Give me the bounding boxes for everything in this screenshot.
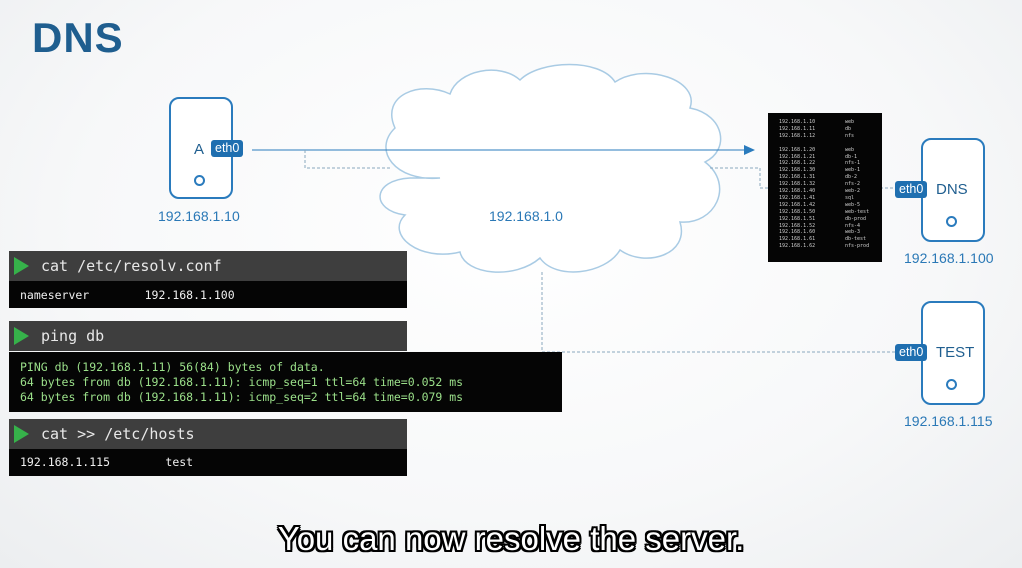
dns-record-name: nfs-prod bbox=[845, 243, 870, 250]
dns-record-row: 192.168.1.61 db-test bbox=[779, 236, 866, 243]
dns-record-name: db-2 bbox=[845, 174, 858, 181]
dns-record-row: 192.168.1.40 web-2 bbox=[779, 188, 860, 194]
dns-record-ip: 192.168.1.22 bbox=[779, 160, 816, 167]
dns-record-ip: 192.168.1.12 bbox=[779, 132, 816, 139]
dns-record-ip: 192.168.1.50 bbox=[779, 208, 816, 215]
dns-record-name: nfs-1 bbox=[845, 160, 861, 167]
port-icon bbox=[194, 175, 205, 186]
dns-record-row: 192.168.1.22 nfs-1 bbox=[779, 160, 860, 167]
dns-record-name: db bbox=[845, 125, 852, 132]
terminal-output-line: PING db (192.168.1.11) 56(84) bytes of d… bbox=[20, 360, 325, 374]
terminal-hosts-output: 192.168.1.115 test bbox=[9, 449, 407, 476]
terminal-ping-output: PING db (192.168.1.11) 56(84) bytes of d… bbox=[9, 352, 562, 412]
dns-record-name: web-5 bbox=[845, 201, 861, 208]
dns-record-name: web bbox=[845, 119, 855, 125]
dns-record-name: web-test bbox=[845, 208, 870, 215]
dns-record-row: 192.168.1.51 db-prod bbox=[779, 215, 866, 222]
dns-record-ip: 192.168.1.11 bbox=[779, 125, 816, 132]
dns-record-row: 192.168.1.32 nfs-2 bbox=[779, 181, 860, 188]
dns-record-name: web bbox=[845, 146, 855, 153]
dns-record-name: nfs bbox=[845, 132, 855, 139]
host-a-name: A bbox=[194, 141, 205, 158]
dns-record-row: 192.168.1.30 web-1 bbox=[779, 167, 860, 174]
terminal-command: ping db bbox=[41, 327, 105, 345]
network-cloud bbox=[379, 63, 722, 273]
host-test-ip: 192.168.1.115 bbox=[904, 413, 993, 429]
subtitle-caption: You can now resolve the server. bbox=[277, 520, 745, 557]
dns-record-ip: 192.168.1.62 bbox=[779, 243, 816, 250]
terminal-ping-header: ping db bbox=[9, 321, 407, 351]
dns-record-row: 192.168.1.52 nfs-4 bbox=[779, 222, 860, 229]
dns-record-name: nfs-2 bbox=[845, 181, 861, 188]
terminal-resolv-header: cat /etc/resolv.conf bbox=[9, 251, 407, 281]
dns-record-ip: 192.168.1.52 bbox=[779, 222, 816, 229]
play-icon bbox=[14, 327, 29, 345]
port-icon bbox=[946, 216, 957, 227]
dns-record-name: db-test bbox=[845, 236, 867, 243]
dns-record-ip: 192.168.1.21 bbox=[779, 153, 816, 160]
dns-record-row: 192.168.1.31 db-2 bbox=[779, 174, 857, 181]
dns-record-name: web-3 bbox=[845, 229, 861, 236]
terminal-hosts-header: cat >> /etc/hosts bbox=[9, 419, 407, 449]
play-icon bbox=[14, 257, 29, 275]
host-test-iface: eth0 bbox=[895, 344, 928, 361]
play-icon bbox=[14, 425, 29, 443]
dns-record-name: db-prod bbox=[845, 215, 867, 222]
dns-record-ip: 192.168.1.31 bbox=[779, 174, 816, 181]
dns-record-ip: 192.168.1.32 bbox=[779, 181, 816, 188]
dns-record-ip: 192.168.1.42 bbox=[779, 201, 816, 208]
dns-record-row: 192.168.1.41 sql bbox=[779, 194, 854, 201]
terminal-output-line: nameserver 192.168.1.100 bbox=[20, 288, 235, 302]
dns-record-ip: 192.168.1.60 bbox=[779, 229, 816, 236]
dns-record-ip: 192.168.1.30 bbox=[779, 167, 816, 174]
host-test[interactable] bbox=[921, 301, 985, 405]
network-label: 192.168.1.0 bbox=[489, 208, 563, 224]
dns-record-ip: 192.168.1.61 bbox=[779, 236, 816, 243]
link-a bbox=[304, 150, 390, 169]
host-a-iface: eth0 bbox=[211, 140, 244, 157]
dns-record-row: 192.168.1.60 web-3 bbox=[779, 229, 860, 236]
dns-record-row: 192.168.1.42 web-5 bbox=[779, 201, 860, 208]
dns-record-ip: 192.168.1.10 bbox=[779, 119, 816, 125]
dns-record-row: 192.168.1.20 web bbox=[779, 146, 854, 153]
terminal-resolv-output: nameserver 192.168.1.100 bbox=[9, 281, 407, 308]
dns-record-name: web-1 bbox=[845, 167, 861, 174]
dns-record-row: 192.168.1.21 db-1 bbox=[779, 153, 857, 160]
request-arrow-head bbox=[744, 145, 755, 155]
dns-record-ip: 192.168.1.40 bbox=[779, 188, 816, 194]
dns-record-name: nfs-4 bbox=[845, 222, 861, 229]
terminal-command: cat /etc/resolv.conf bbox=[41, 257, 222, 275]
dns-record-ip: 192.168.1.41 bbox=[779, 194, 816, 201]
host-dns-name: DNS bbox=[936, 181, 968, 198]
terminal-output-line: 192.168.1.115 test bbox=[20, 455, 194, 469]
dns-record-row: 192.168.1.50 web-test bbox=[779, 208, 869, 215]
dns-record-row: 192.168.1.12 nfs bbox=[779, 132, 854, 139]
dns-record-row: 192.168.1.10 web bbox=[779, 119, 854, 125]
dns-record-row: 192.168.1.11 db bbox=[779, 125, 851, 132]
host-dns-iface: eth0 bbox=[895, 181, 928, 198]
dns-record-ip: 192.168.1.20 bbox=[779, 146, 816, 153]
dns-record-name: db-1 bbox=[845, 153, 858, 160]
dns-record-name: sql bbox=[845, 194, 855, 201]
dns-record-row: 192.168.1.62 nfs-prod bbox=[779, 243, 869, 250]
dns-record-name: web-2 bbox=[845, 188, 861, 194]
host-test-name: TEST bbox=[936, 344, 975, 361]
dns-record-ip: 192.168.1.51 bbox=[779, 215, 816, 222]
host-a-ip: 192.168.1.10 bbox=[158, 208, 240, 224]
page-title: DNS bbox=[32, 14, 124, 61]
link-test bbox=[541, 272, 895, 353]
terminal-output-line: 64 bytes from db (192.168.1.11): icmp_se… bbox=[20, 390, 464, 404]
host-dns-ip: 192.168.1.100 bbox=[904, 250, 994, 266]
terminal-command: cat >> /etc/hosts bbox=[41, 425, 195, 443]
terminal-output-line: 64 bytes from db (192.168.1.11): icmp_se… bbox=[20, 375, 464, 389]
port-icon bbox=[946, 379, 957, 390]
